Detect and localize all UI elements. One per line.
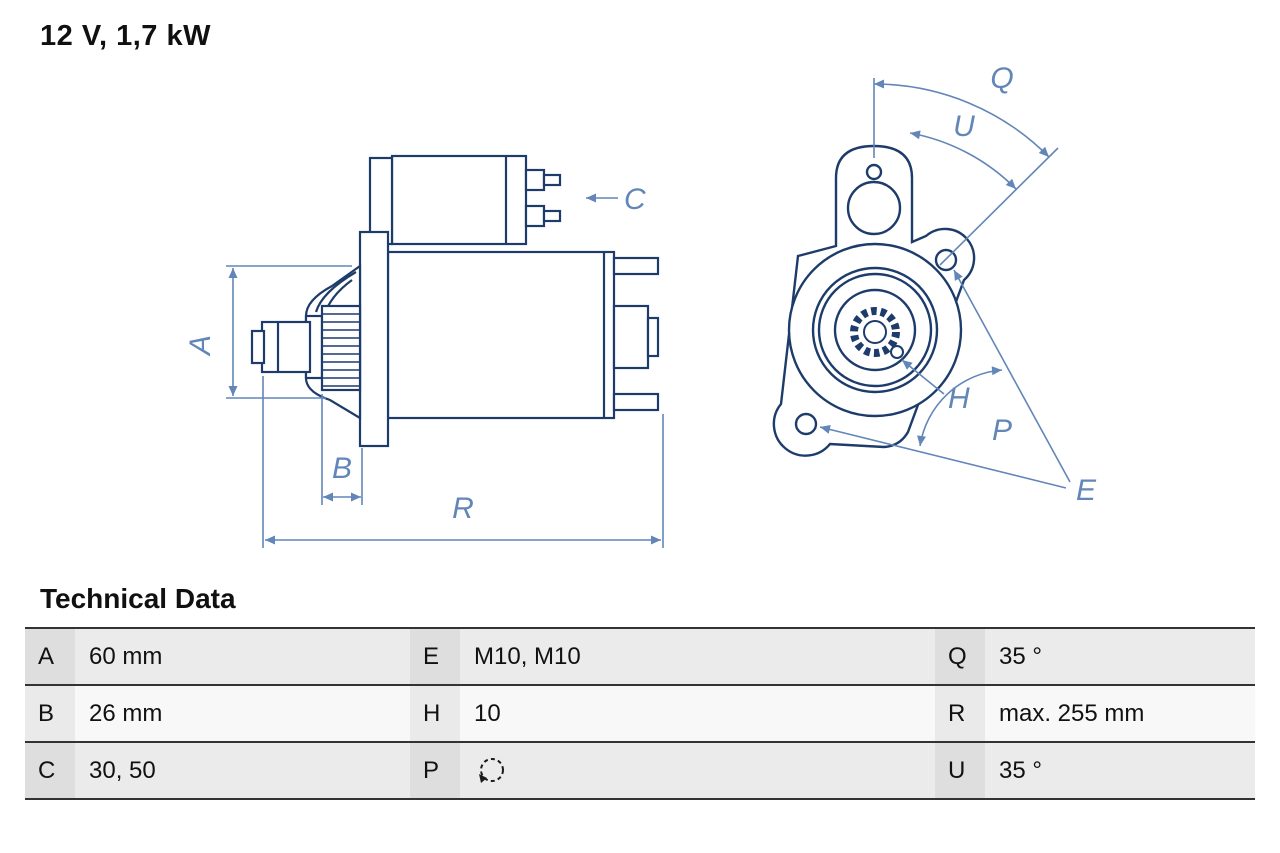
dim-label-a: A	[184, 335, 217, 357]
spec-key-h: H	[410, 686, 460, 741]
dim-label-c: C	[624, 183, 646, 216]
motor-body	[386, 250, 616, 420]
spec-key-b: B	[25, 686, 75, 741]
spec-key-u: U	[935, 743, 985, 798]
spec-value-h: 10	[474, 699, 501, 727]
spec-key-q: Q	[935, 629, 985, 684]
solenoid	[390, 154, 528, 246]
spec-value-c: 30, 50	[89, 756, 156, 784]
mounting-flange	[358, 230, 390, 448]
spec-key-e: E	[410, 629, 460, 684]
spec-value-e: M10, M10	[474, 642, 581, 670]
front-view	[772, 144, 976, 457]
page-title: 12 V, 1,7 kW	[40, 20, 211, 52]
gear-teeth	[850, 307, 900, 357]
technical-drawing: A B R C Q	[184, 62, 1097, 548]
spec-value-a: 60 mm	[89, 642, 163, 670]
side-view	[250, 154, 660, 448]
spec-value-u: 35 °	[999, 756, 1042, 784]
technical-data-table: A 60 mm E M10, M10 Q 35 ° B 26 mm H 10 R…	[25, 627, 1255, 800]
bolt-hole-bottom	[794, 412, 818, 436]
spec-value-r: max. 255 mm	[999, 699, 1145, 727]
side-view-dimensions	[226, 193, 664, 548]
spec-key-a: A	[25, 629, 75, 684]
dim-label-u: U	[953, 110, 975, 143]
spec-value-p	[460, 743, 935, 798]
spec-value-q: 35 °	[999, 642, 1042, 670]
front-view-dimensions	[819, 78, 1071, 489]
dim-label-p: P	[992, 414, 1012, 447]
technical-data-section: Technical Data A 60 mm E M10, M10 Q 35 °…	[0, 583, 1280, 800]
spec-key-r: R	[935, 686, 985, 741]
starter-motor-diagram: A B R C Q	[184, 62, 1097, 548]
dim-label-r: R	[452, 492, 474, 525]
table-row: B 26 mm H 10 R max. 255 mm	[25, 686, 1255, 743]
pinion-gear	[320, 304, 362, 392]
shaft	[260, 320, 312, 374]
table-row: A 60 mm E M10, M10 Q 35 °	[25, 629, 1255, 686]
technical-data-heading: Technical Data	[40, 583, 236, 614]
spec-key-p: P	[410, 743, 460, 798]
rotation-direction-icon	[479, 757, 504, 783]
table-row: C 30, 50 P U 35 °	[25, 743, 1255, 800]
spec-value-b: 26 mm	[89, 699, 163, 727]
dim-label-b: B	[332, 452, 352, 485]
dim-label-h: H	[948, 382, 970, 415]
spec-key-c: C	[25, 743, 75, 798]
dim-label-e: E	[1076, 474, 1097, 507]
dim-label-q: Q	[990, 62, 1013, 95]
